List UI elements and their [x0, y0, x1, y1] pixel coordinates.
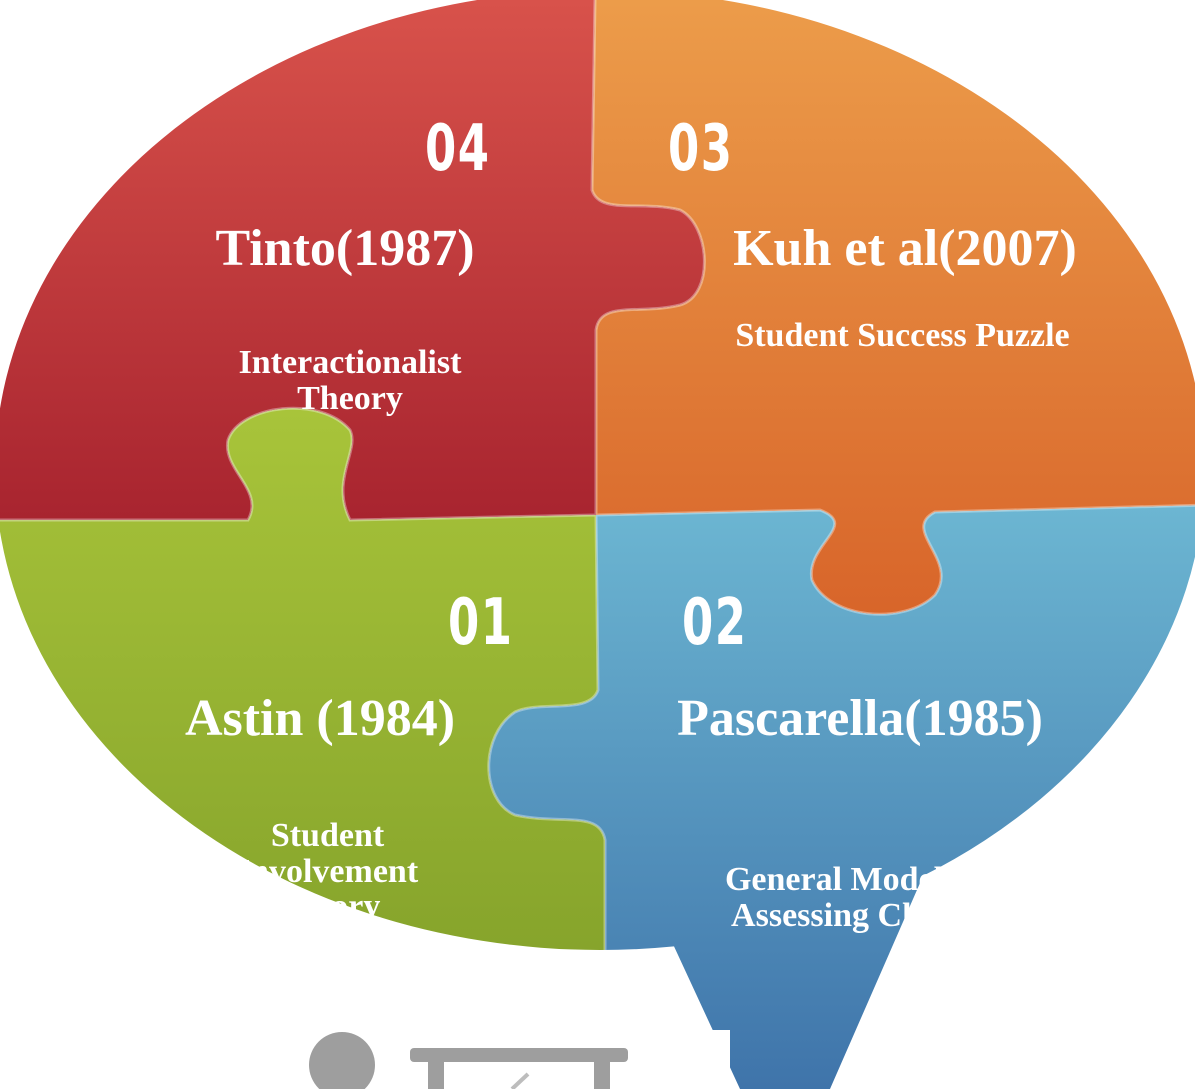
- piece-01-title: Astin (1984): [184, 690, 456, 747]
- piece-04-number: 04: [425, 112, 491, 186]
- piece-03-title: Kuh et al(2007): [733, 220, 1077, 277]
- piece-01-number: 01: [448, 586, 514, 660]
- person-icon: [309, 1032, 375, 1089]
- piece-03-subtitle: Student Success Puzzle: [735, 317, 1070, 354]
- piece-01-subtitle: Student Involvement Theory: [236, 817, 419, 926]
- piece-02-title: Pascarella(1985): [677, 690, 1043, 747]
- piece-02-subtitle: General Model for Assessing Change: [724, 861, 996, 934]
- piece-02-number: 02: [682, 586, 748, 660]
- presentation-board-icon: [410, 1048, 628, 1089]
- piece-04-subtitle: Interactionalist Theory: [238, 344, 462, 417]
- piece-03-number: 03: [668, 112, 734, 186]
- piece-04-title: Tinto(1987): [215, 220, 475, 277]
